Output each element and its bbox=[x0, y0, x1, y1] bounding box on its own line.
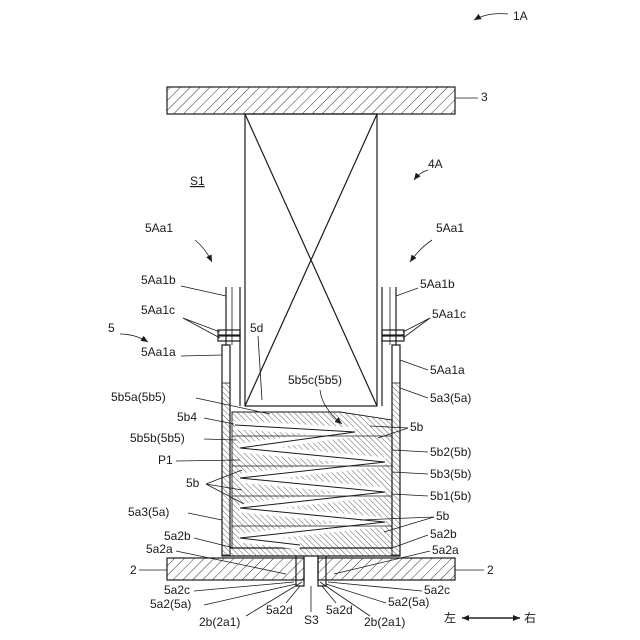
label-plate-right: 5Aa1a bbox=[430, 363, 465, 377]
label-bolt-left: 5Aa1b bbox=[141, 273, 176, 287]
label-hole-right: 2b(2a1) bbox=[364, 615, 405, 629]
label-base-left-a: 5a2a bbox=[146, 542, 173, 556]
label-bracket-left: 5Aa1 bbox=[145, 221, 173, 235]
label-dir-right: 右 bbox=[524, 610, 536, 625]
label-s5b: 5b5b(5b5) bbox=[130, 431, 185, 445]
label-lip-right: 5a2d bbox=[326, 603, 353, 617]
label-s4: 5b4 bbox=[177, 410, 197, 424]
label-s5c: 5b5c(5b5) bbox=[288, 373, 342, 387]
label-dir-left: 左 bbox=[444, 610, 456, 625]
label-assembly: 5 bbox=[108, 321, 115, 335]
label-wall-right: 5a3(5a) bbox=[430, 391, 471, 405]
label-ceiling: 3 bbox=[481, 90, 488, 104]
label-nut-right: 5Aa1c bbox=[432, 307, 466, 321]
label-base-right: 5a2(5a) bbox=[388, 595, 429, 609]
label-hole-left: 2b(2a1) bbox=[199, 615, 240, 629]
label-space: S1 bbox=[190, 174, 205, 188]
label-s3: 5b3(5b) bbox=[430, 467, 471, 481]
label-lip-left: 5a2d bbox=[266, 603, 293, 617]
label-base-left: 5a2(5a) bbox=[150, 597, 191, 611]
label-nut-left: 5Aa1c bbox=[141, 303, 175, 317]
label-base-right-a: 5a2a bbox=[432, 543, 459, 557]
label-s5a: 5b5a(5b5) bbox=[111, 390, 166, 404]
label-slot: S3 bbox=[304, 613, 319, 627]
label-bracket-right: 5Aa1 bbox=[436, 221, 464, 235]
label-b-left: 5b bbox=[186, 476, 200, 490]
label-unit: 4A bbox=[428, 157, 443, 171]
floor-slab bbox=[167, 556, 455, 586]
label-b-right-2: 5b bbox=[436, 509, 450, 523]
layered-stack bbox=[232, 412, 392, 548]
ceiling-slab bbox=[167, 87, 455, 114]
label-fig: 1A bbox=[513, 9, 528, 23]
label-floor-left: 2 bbox=[130, 563, 137, 577]
label-base-right-b: 5a2b bbox=[430, 527, 457, 541]
unit-box bbox=[245, 114, 377, 406]
label-bolt-right: 5Aa1b bbox=[420, 277, 455, 291]
label-flange-left-c: 5a2c bbox=[164, 583, 190, 597]
label-plate-left: 5Aa1a bbox=[141, 345, 176, 359]
label-gap: 5d bbox=[250, 321, 263, 335]
label-s1: 5b1(5b) bbox=[430, 489, 471, 503]
label-s2: 5b2(5b) bbox=[430, 445, 471, 459]
label-wall-left: 5a3(5a) bbox=[128, 505, 169, 519]
label-p1: P1 bbox=[158, 453, 173, 467]
label-b-right-1: 5b bbox=[410, 420, 424, 434]
label-floor-right: 2 bbox=[487, 563, 494, 577]
label-base-left-b: 5a2b bbox=[164, 529, 191, 543]
